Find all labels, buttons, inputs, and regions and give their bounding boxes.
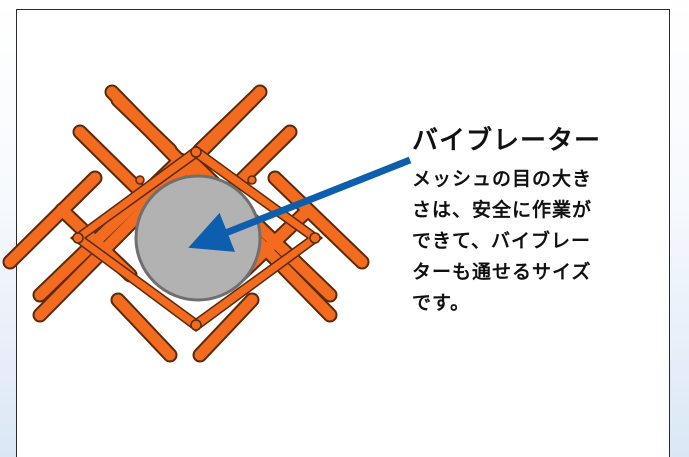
mesh-knots <box>72 146 321 331</box>
mesh-knot <box>309 232 321 244</box>
description-line: さは、安全に作業が <box>412 199 593 221</box>
mesh-knot <box>72 232 84 244</box>
mesh-opening-outline <box>70 145 323 332</box>
description-line: メッシュの目の大き <box>412 168 593 190</box>
vibrator-description: メッシュの目の大き さは、安全に作業が できて、バイブレー ターも通せるサイズ … <box>412 164 652 319</box>
mesh-knot <box>247 175 257 185</box>
mesh-knot <box>190 146 202 158</box>
mesh-knot <box>135 175 145 185</box>
description-line: できて、バイブレー <box>412 230 592 252</box>
vibrator-circle <box>134 174 262 302</box>
pointer-arrow <box>188 156 412 252</box>
vibrator-label: バイブレーター <box>412 126 602 156</box>
description-line: ターも通せるサイズ <box>412 261 592 283</box>
mesh-knot <box>190 319 202 331</box>
description-line: です。 <box>412 292 471 314</box>
vibrator-caption: バイブレーター メッシュの目の大き さは、安全に作業が できて、バイブレー ター… <box>412 124 652 319</box>
